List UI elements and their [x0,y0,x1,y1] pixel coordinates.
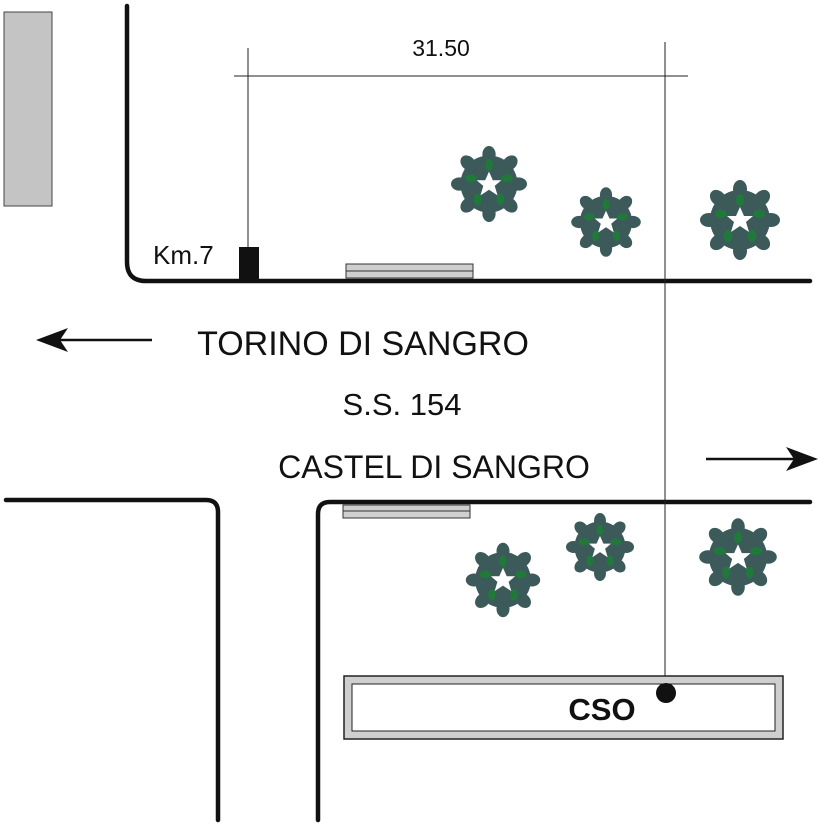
road-name-label: S.S. 154 [343,387,462,422]
west-direction-label: TORINO DI SANGRO [197,325,529,363]
dimension-value: 31.50 [412,35,470,61]
tree-icon [571,187,641,257]
east-direction-label: CASTEL DI SANGRO [278,449,590,485]
tree-icon [465,542,541,618]
road-south-east-edge [315,499,813,823]
tree-icon [700,180,780,260]
arrow-left-icon [36,328,152,352]
road-north-edge [124,3,813,284]
km-marker-post [239,247,259,282]
station-label: CSO [568,692,635,727]
tree-icon [699,518,777,596]
bench-south [342,504,471,519]
tree-icon [451,146,527,222]
building-top-left [3,11,53,207]
bench-north [345,263,474,279]
km-marker-label: Km.7 [153,240,214,270]
arrow-right-icon [706,447,818,471]
dot-icon [656,683,676,703]
road-south-west-edge [3,497,221,823]
tree-icon [566,513,634,581]
station-building [343,675,784,740]
